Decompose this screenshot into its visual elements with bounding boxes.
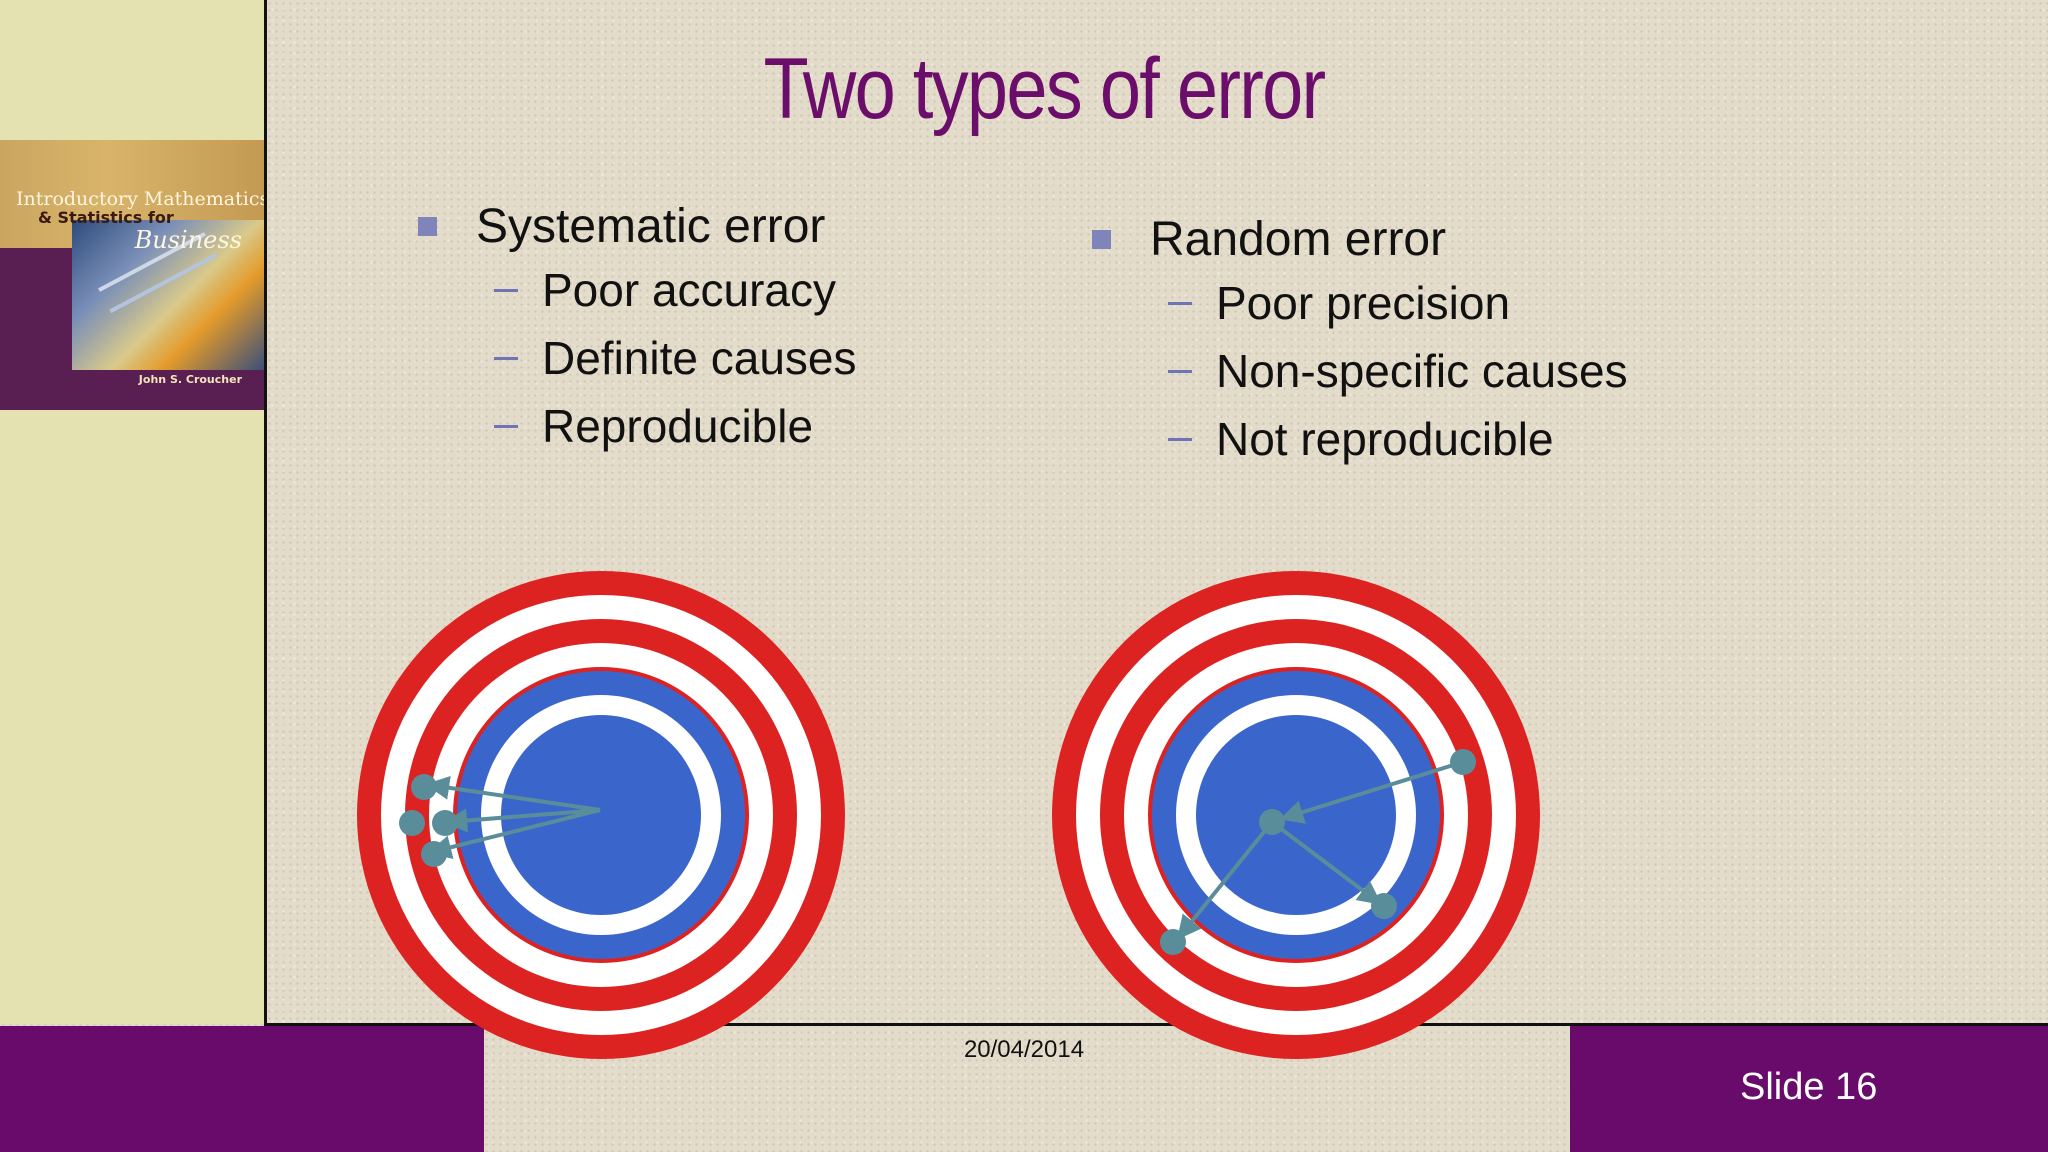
dart-marker-icon <box>411 774 437 800</box>
bullet-random-error: Random error <box>1092 209 1628 269</box>
list-item: Not reproducible <box>1092 405 1628 473</box>
book-cover-title-line3: Business <box>134 226 242 254</box>
dash-icon <box>494 288 518 292</box>
bullet-systematic-error: Systematic error <box>418 196 857 256</box>
slide-title: Two types of error <box>763 41 1327 137</box>
list-item-text: Reproducible <box>542 400 814 452</box>
list-item: Poor accuracy <box>418 256 857 324</box>
dash-icon <box>494 356 518 360</box>
list-item-text: Not reproducible <box>1216 413 1554 465</box>
bullet-square-icon <box>418 216 437 236</box>
dash-icon <box>1168 437 1192 441</box>
dart-marker-icon <box>1259 809 1285 835</box>
footer-bar-right <box>1570 1026 2048 1152</box>
random-target <box>1052 571 1540 1059</box>
slide-left-border <box>264 0 267 1026</box>
list-item-text: Non-specific causes <box>1216 345 1628 397</box>
dash-icon <box>1168 369 1192 373</box>
bullet-square-icon <box>1092 229 1111 249</box>
dart-marker-icon <box>432 810 458 836</box>
dart-marker-icon <box>1450 749 1476 775</box>
footer-bar-left <box>0 1026 484 1152</box>
systematic-error-list: Systematic error Poor accuracy Definite … <box>418 196 857 460</box>
list-item-text: Poor precision <box>1216 277 1511 329</box>
random-error-list: Random error Poor precision Non-specific… <box>1092 209 1628 473</box>
dart-marker-icon <box>1371 893 1397 919</box>
bullet-heading: Random error <box>1150 212 1447 266</box>
list-item-text: Definite causes <box>542 332 857 384</box>
slide-number: Slide 16 <box>1740 1066 1878 1108</box>
book-cover-title-line2: & Statistics for <box>38 208 174 227</box>
slide-bottom-border <box>264 1023 2048 1026</box>
list-item: Poor precision <box>1092 269 1628 337</box>
dart-marker-icon <box>421 841 447 867</box>
book-cover-title-line1: Introductory Mathematics <box>16 188 264 210</box>
book-cover-author: John S. Croucher <box>138 373 242 386</box>
list-item: Reproducible <box>418 392 857 460</box>
systematic-target <box>357 571 845 1059</box>
book-cover-image: Introductory Mathematics & Statistics fo… <box>0 140 264 410</box>
dash-icon <box>494 424 518 428</box>
list-item: Definite causes <box>418 324 857 392</box>
list-item-text: Poor accuracy <box>542 264 837 316</box>
dart-marker-icon <box>399 810 425 836</box>
book-cover-photo <box>72 220 264 370</box>
footer-date: 20/04/2014 <box>963 1036 1085 1063</box>
list-item: Non-specific causes <box>1092 337 1628 405</box>
dart-marker-icon <box>1160 929 1186 955</box>
bullet-heading: Systematic error <box>476 199 826 253</box>
dash-icon <box>1168 301 1192 305</box>
